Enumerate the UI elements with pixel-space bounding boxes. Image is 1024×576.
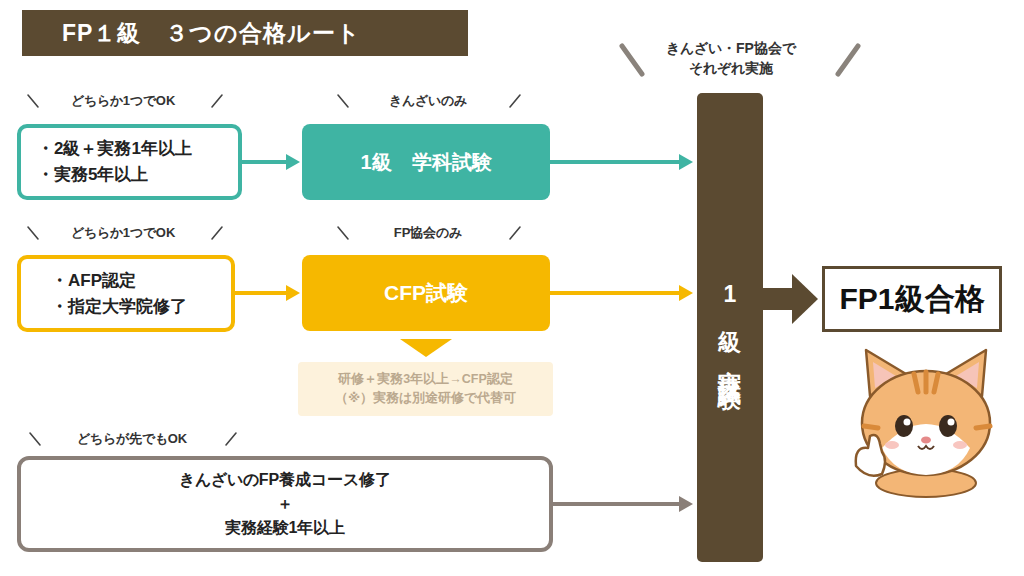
arrow-head — [400, 339, 452, 357]
flow-arrow — [400, 339, 452, 357]
cat-stripes — [914, 372, 938, 392]
node-text: 研修＋実務3年以上→CFP認定 — [338, 370, 512, 389]
cat-cheek — [953, 441, 967, 449]
cat-illustration — [856, 350, 990, 497]
slash-mark — [212, 227, 222, 239]
node-text: CFP試験 — [384, 280, 468, 306]
flow-arrow — [763, 274, 818, 324]
title-bar: FP１級 ３つの合格ルート — [22, 10, 468, 56]
slash-mark — [226, 433, 236, 445]
slash-mark — [30, 433, 40, 445]
slash-mark — [338, 95, 348, 107]
arrow-head — [679, 496, 693, 512]
arrow-shaft — [242, 160, 286, 164]
node-text: FP1級合格 — [839, 281, 984, 317]
flow-arrow — [550, 154, 693, 170]
node-text: ・2級＋実務1年以上 — [37, 136, 192, 162]
requirement-box: ・AFP認定・指定大学院修了 — [17, 255, 235, 332]
cat-mouth — [918, 446, 934, 449]
slash-mark — [510, 95, 520, 107]
slash-mark — [622, 46, 642, 74]
header-label: FP協会のみ — [350, 224, 506, 242]
node-text: （※）実務は別途研修で代替可 — [335, 389, 516, 408]
arrow-head — [286, 154, 300, 170]
node-text: ・実務5年以上 — [37, 162, 148, 188]
node-text: ・指定大学院修了 — [51, 294, 187, 320]
exam-box: 1級 学科試験 — [302, 124, 550, 200]
cat-eye-shine — [904, 419, 911, 426]
node-text: 1級 実技試験 — [715, 281, 745, 375]
cat-body — [876, 469, 976, 497]
slash-mark — [510, 227, 520, 239]
cat-head — [862, 371, 990, 475]
cat-ear — [946, 350, 986, 396]
header-label: どちらか1つでOK — [40, 224, 206, 242]
slash-mark — [28, 227, 38, 239]
arrow-shaft — [763, 288, 792, 310]
arrow-shaft — [550, 291, 679, 295]
slash-mark — [838, 46, 858, 74]
course-box: きんざいのFP養成コース修了＋実務経験1年以上 — [17, 456, 553, 552]
cat-muzzle — [882, 424, 970, 475]
header-label: どちらか1つでOK — [40, 92, 206, 110]
cat-cheek — [885, 441, 899, 449]
cat-eye-shine — [948, 419, 955, 426]
exam-box: CFP試験 — [302, 255, 550, 331]
arrow-head — [286, 285, 300, 301]
arrow-shaft — [553, 502, 679, 506]
header-label: どちらが先でもOK — [42, 430, 222, 448]
slash-mark — [338, 227, 348, 239]
slash-mark — [28, 95, 38, 107]
arrow-shaft — [550, 160, 679, 164]
node-text: ・AFP認定 — [51, 268, 136, 294]
node-text: きんざいのFP養成コース修了 — [179, 468, 391, 492]
flow-arrow — [235, 285, 300, 301]
practical-exam-bar: 1級 実技試験 — [697, 93, 763, 562]
arrow-head — [792, 274, 818, 324]
arrow-shaft — [235, 291, 286, 295]
cat-inner-ear — [873, 362, 896, 388]
cat-nose — [921, 437, 931, 444]
cat-eye — [939, 415, 957, 437]
slash-mark — [212, 95, 222, 107]
cat-paw-thumb-up — [856, 435, 885, 476]
note-box: 研修＋実務3年以上→CFP認定（※）実務は別途研修で代替可 — [298, 362, 553, 416]
node-text: 実務経験1年以上 — [225, 516, 346, 540]
arrow-head — [679, 154, 693, 170]
cat-stripes — [864, 426, 990, 428]
node-text: ＋ — [277, 492, 293, 516]
arrow-head — [679, 285, 693, 301]
flow-arrow — [553, 496, 693, 512]
cat-eye — [895, 415, 913, 437]
flow-arrow — [242, 154, 300, 170]
result-box: FP1級合格 — [822, 266, 1002, 332]
node-text: 1級 学科試験 — [360, 149, 491, 175]
requirement-box: ・2級＋実務1年以上・実務5年以上 — [17, 124, 242, 200]
cat-ear — [866, 350, 906, 396]
header-label: きんざいのみ — [350, 92, 506, 110]
flow-arrow — [550, 285, 693, 301]
header-label: きんざい・FP協会で それぞれ実施 — [650, 38, 812, 78]
cat-inner-ear — [956, 362, 979, 388]
